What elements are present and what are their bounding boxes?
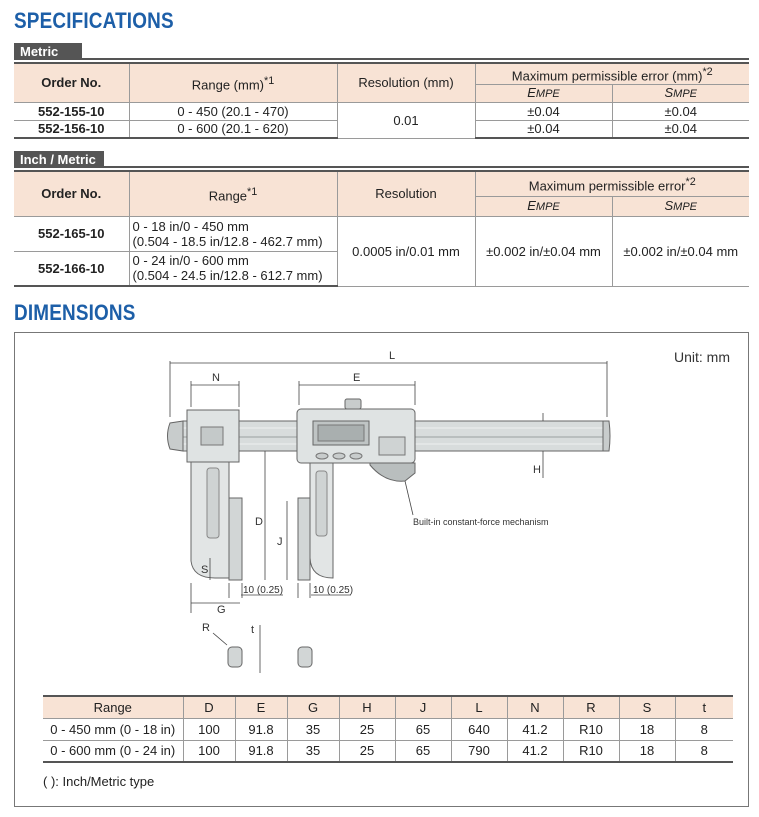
dim-header: S	[618, 695, 676, 719]
metric-tag-label: Metric	[20, 44, 59, 59]
metric-row-range: 0 - 450 (20.1 - 470)	[128, 101, 338, 121]
dimensions-title: DIMENSIONS	[14, 300, 136, 325]
label-N: N	[212, 372, 220, 384]
label-mechanism: Built-in constant-force mechanism	[413, 517, 549, 527]
specifications-title: SPECIFICATIONS	[14, 8, 174, 33]
dim-cell: 65	[394, 739, 452, 763]
metric-header-resolution: Resolution (mm)	[336, 62, 476, 103]
dim-header: G	[286, 695, 340, 719]
dim-cell: 91.8	[234, 739, 288, 763]
dim-cell: 100	[182, 717, 236, 741]
metric-header-smpe: SMPE	[611, 83, 749, 103]
inch-row-range: 0 - 18 in/0 - 450 mm (0.504 - 18.5 in/12…	[128, 215, 338, 252]
jaw-tip-view	[297, 646, 313, 668]
label-gap-1: 10 (0.25)	[243, 585, 283, 596]
dim-cell: 41.2	[506, 739, 564, 763]
inch-header-resolution: Resolution	[336, 170, 476, 217]
dimensions-table: Range D E G H J L N R S t 0 - 450 mm (0 …	[43, 695, 733, 763]
dimension-lines	[169, 361, 608, 673]
dim-cell: 25	[338, 739, 396, 763]
inch-header-smpe: SMPE	[611, 195, 749, 217]
dim-cell: 0 - 600 mm (0 - 24 in)	[43, 739, 184, 763]
metric-spec-table: Order No. Range (mm)*1 Resolution (mm) M…	[14, 62, 749, 139]
dim-header: t	[674, 695, 733, 719]
metric-tag: Metric	[14, 43, 82, 60]
dim-cell: 8	[674, 717, 733, 741]
dim-cell: 8	[674, 739, 733, 763]
metric-row-order: 552-155-10	[14, 101, 130, 121]
metric-tag-rule	[14, 58, 749, 60]
dim-cell: 65	[394, 717, 452, 741]
dim-cell: 790	[450, 739, 508, 763]
label-S: S	[201, 564, 208, 576]
dim-cell: 18	[618, 739, 676, 763]
inch-row-order: 552-166-10	[14, 250, 130, 287]
label-gap-2: 10 (0.25)	[313, 585, 353, 596]
label-J: J	[277, 536, 283, 548]
dim-cell: 18	[618, 717, 676, 741]
label-E: E	[353, 372, 360, 384]
dim-header: D	[182, 695, 236, 719]
inch-metric-tag: Inch / Metric	[14, 151, 104, 168]
dim-cell: 100	[182, 739, 236, 763]
dim-cell: 91.8	[234, 717, 288, 741]
inch-header-empe: EMPE	[475, 195, 613, 217]
dim-cell: R10	[562, 739, 620, 763]
dim-header: J	[394, 695, 452, 719]
metric-header-range: Range (mm)*1	[128, 62, 338, 103]
inch-metric-spec-table: Order No. Range*1 Resolution Maximum per…	[14, 170, 749, 287]
inch-header-range: Range*1	[128, 170, 338, 217]
dim-header: H	[338, 695, 396, 719]
jaw-tip-view	[227, 646, 243, 668]
inch-metric-tag-label: Inch / Metric	[20, 152, 96, 167]
inch-row-order: 552-165-10	[14, 215, 130, 252]
inch-smpe-value: ±0.002 in/±0.04 mm	[611, 215, 749, 287]
inch-metric-tag-rule	[14, 166, 749, 168]
inch-empe-value: ±0.002 in/±0.04 mm	[474, 215, 613, 287]
fixed-jaw	[186, 409, 243, 581]
dim-header: Range	[43, 695, 184, 719]
unit-label: Unit: mm	[674, 349, 730, 365]
dim-header: E	[234, 695, 288, 719]
dim-cell: 25	[338, 717, 396, 741]
label-G: G	[217, 604, 226, 616]
slider	[296, 398, 416, 581]
label-D: D	[255, 516, 263, 528]
dim-header: N	[506, 695, 564, 719]
metric-row-empe: ±0.04	[474, 101, 613, 121]
dim-cell: 41.2	[506, 717, 564, 741]
inch-row-range: 0 - 24 in/0 - 600 mm (0.504 - 24.5 in/12…	[128, 250, 337, 287]
metric-row-smpe: ±0.04	[611, 119, 749, 139]
table-row: 0 - 600 mm (0 - 24 in) 100 91.8 35 25 65…	[43, 739, 733, 763]
dim-cell: 640	[450, 717, 508, 741]
metric-row-smpe: ±0.04	[611, 101, 749, 121]
dim-header: R	[562, 695, 620, 719]
table-row: 0 - 450 mm (0 - 18 in) 100 91.8 35 25 65…	[43, 717, 733, 741]
metric-header-empe: EMPE	[475, 83, 613, 103]
dim-header: L	[450, 695, 508, 719]
inch-resolution-value: 0.0005 in/0.01 mm	[336, 215, 476, 287]
metric-header-mpe: Maximum permissible error (mm)*2	[474, 62, 749, 85]
dim-cell: 35	[286, 739, 340, 763]
inch-header-mpe: Maximum permissible error*2	[474, 170, 749, 197]
dim-cell: 35	[286, 717, 340, 741]
footnote: ( ): Inch/Metric type	[43, 774, 155, 789]
dim-cell: 0 - 450 mm (0 - 18 in)	[43, 717, 184, 741]
dimensions-panel: Unit: mm	[14, 332, 749, 807]
label-L: L	[389, 350, 395, 362]
label-t: t	[251, 624, 254, 636]
metric-row-order: 552-156-10	[14, 119, 130, 139]
caliper-drawing: L N E H D J S G R t 10 (0.25) 10 (0.25) …	[167, 350, 611, 673]
metric-row-empe: ±0.04	[474, 119, 613, 139]
label-H: H	[533, 464, 541, 476]
inch-header-order: Order No.	[14, 170, 130, 217]
dim-cell: R10	[562, 717, 620, 741]
label-R: R	[202, 622, 210, 634]
metric-resolution-value: 0.01	[336, 101, 476, 139]
metric-row-range: 0 - 600 (20.1 - 620)	[128, 119, 338, 139]
metric-header-order: Order No.	[14, 62, 130, 103]
